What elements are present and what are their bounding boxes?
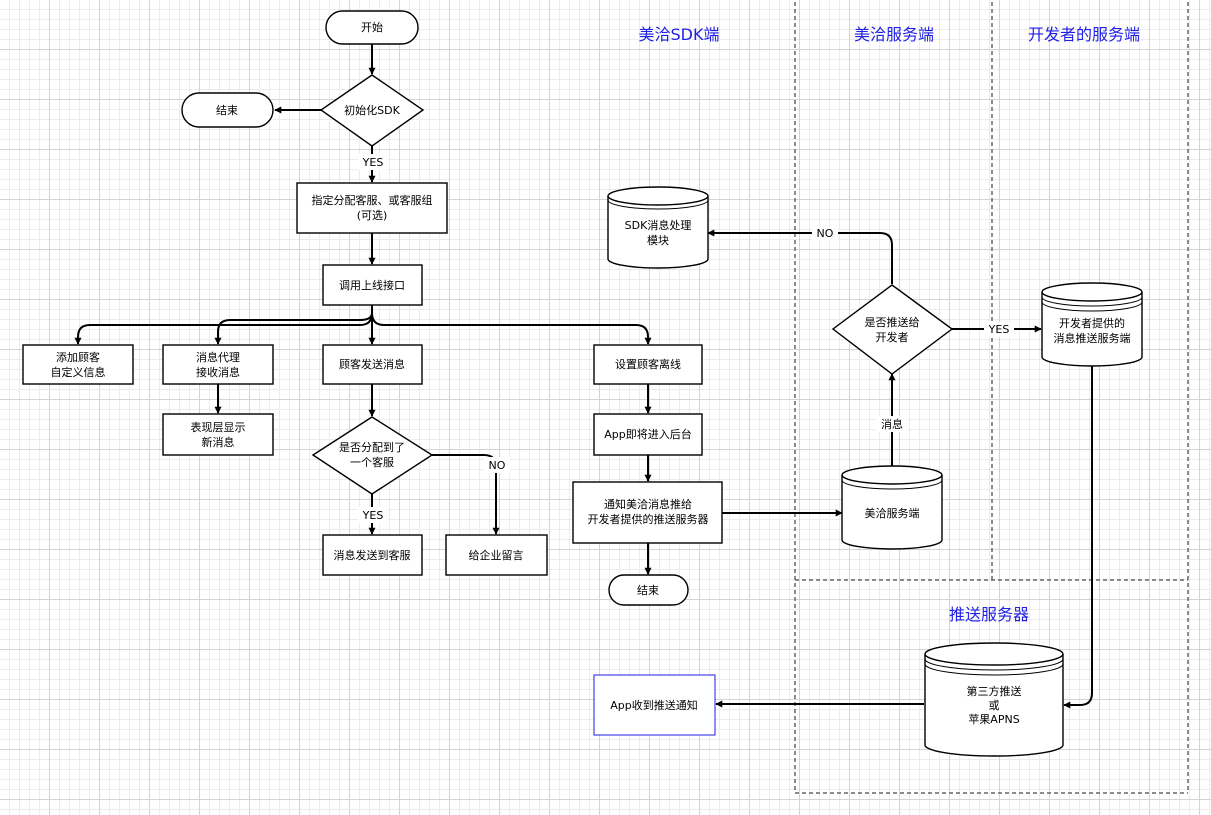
section-title-push-server: 推送服务器 [949,605,1029,624]
section-title-meiqia-server: 美洽服务端 [854,25,934,44]
node-offline: 设置顾客离线 [593,344,703,385]
node-push-decision-line1: 是否推送给 [865,315,920,329]
node-proxy-line2: 接收消息 [196,365,240,379]
node-developer-push: 开发者提供的 消息推送服务端 [1041,282,1143,367]
node-leave-message-label: 给企业留言 [469,548,524,562]
edge-devpush-third [1063,365,1093,709]
node-developer-push-line2: 消息推送服务端 [1054,331,1131,345]
node-sdk-module-line2: 模块 [647,234,669,247]
node-assigned-decision: 是否分配到了 一个客服 [311,416,434,495]
node-meiqia-db: 美洽服务端 [841,465,943,550]
node-proxy-line1: 消息代理 [196,350,240,364]
node-online-api: 调用上线接口 [322,264,423,306]
node-add-info-line2: 自定义信息 [51,365,106,379]
node-assign: 指定分配客服、或客服组 (可选) [296,182,448,234]
node-start-label: 开始 [361,20,383,34]
edge-push-sdkmodule [707,229,893,284]
section-title-developer-server: 开发者的服务端 [1028,25,1140,44]
label-no-assigned: NO [489,459,506,472]
node-push-decision-line2: 开发者 [876,330,909,344]
edge-labels: YES YES NO NO YES 消息 [358,154,1014,523]
section-title-sdk: 美洽SDK端 [639,25,720,44]
node-app-receive: App收到推送通知 [593,674,716,736]
node-send-message-label: 顾客发送消息 [339,357,405,371]
node-background-label: App即将进入后台 [604,427,692,441]
node-init-sdk-label: 初始化SDK [344,103,400,117]
node-assign-line1: 指定分配客服、或客服组 [312,193,433,207]
node-to-agent-label: 消息发送到客服 [334,548,411,562]
label-yes-assigned: YES [362,509,384,522]
node-offline-label: 设置顾客离线 [615,357,681,371]
edge-online-offline [371,312,652,345]
node-assign-line2: (可选) [357,209,388,222]
edge-online-addinfo [74,312,373,345]
label-no-push: NO [817,227,834,240]
node-send-message: 顾客发送消息 [322,344,423,385]
node-end-bottom-label: 结束 [637,584,659,597]
node-add-info-line1: 添加顾客 [56,350,100,364]
node-assigned-line2: 一个客服 [350,455,394,469]
node-background: App即将进入后台 [593,413,703,456]
node-third-party-line1: 第三方推送 [967,684,1022,698]
edge-online-proxy [214,312,373,345]
node-end-bottom: 结束 [608,574,689,606]
node-notify: 通知美洽消息推给 开发者提供的推送服务器 [572,481,723,544]
section-borders [794,2,1189,794]
label-message: 消息 [881,417,903,431]
node-assigned-line1: 是否分配到了 [339,441,405,454]
node-app-receive-label: App收到推送通知 [610,698,698,712]
node-meiqia-db-label: 美洽服务端 [865,507,920,520]
node-to-agent: 消息发送到客服 [322,534,423,576]
node-leave-message: 给企业留言 [445,534,548,576]
node-init-sdk: 初始化SDK [319,74,425,147]
node-start: 开始 [325,10,419,45]
node-third-party-line3: 苹果APNS [968,712,1019,726]
node-display-line2: 新消息 [202,435,235,449]
label-yes-push: YES [988,323,1010,336]
node-third-party-push: 第三方推送 或 苹果APNS [924,642,1064,757]
node-end-top-label: 结束 [216,104,238,117]
node-add-info: 添加顾客 自定义信息 [22,344,134,385]
node-notify-line2: 开发者提供的推送服务器 [588,512,709,526]
node-sdk-module-line1: SDK消息处理 [625,218,692,232]
node-display: 表现层显示 新消息 [162,413,274,456]
node-third-party-line2: 或 [989,699,1000,712]
node-proxy: 消息代理 接收消息 [162,344,274,385]
node-developer-push-line1: 开发者提供的 [1059,316,1125,330]
node-sdk-module: SDK消息处理 模块 [607,186,709,269]
node-display-line1: 表现层显示 [191,420,246,434]
node-end-top: 结束 [181,92,274,128]
label-yes-init: YES [362,156,384,169]
node-online-api-label: 调用上线接口 [339,278,405,292]
node-notify-line1: 通知美洽消息推给 [604,497,692,511]
node-push-decision: 是否推送给 开发者 [831,284,954,375]
